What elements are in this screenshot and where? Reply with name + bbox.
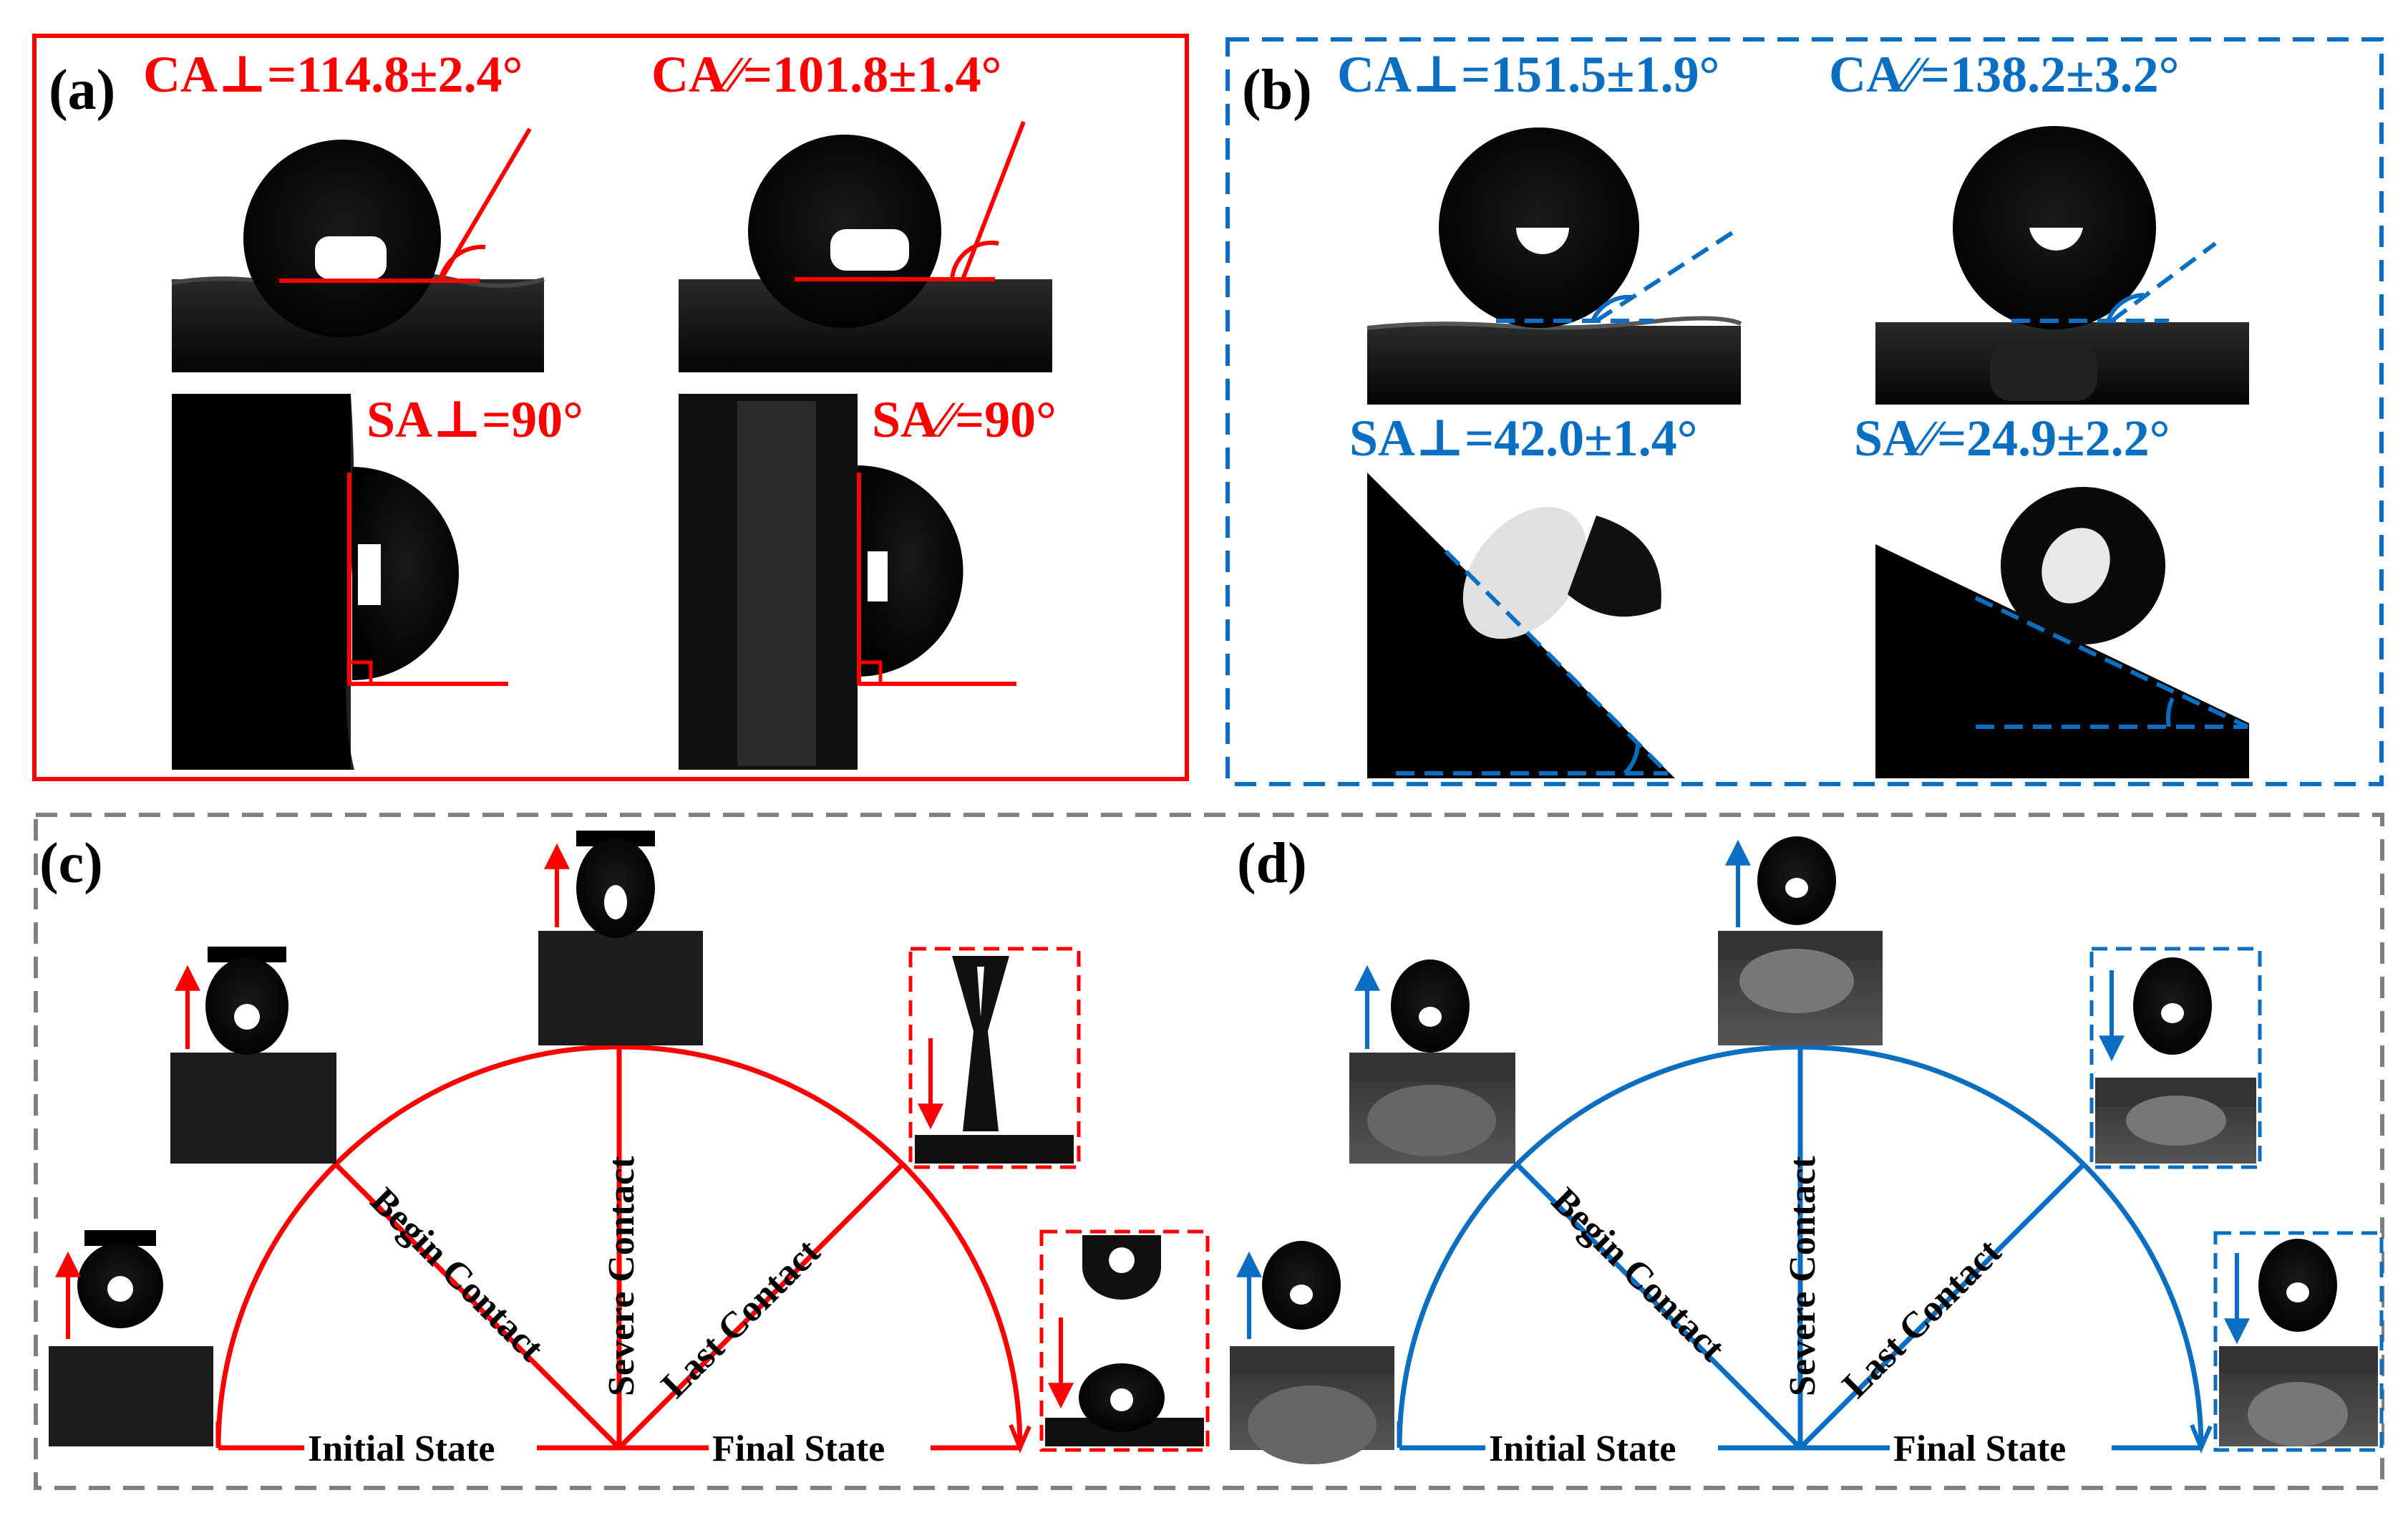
panel-a: (a) CA⊥=114.8±2.4° CA∕∕=101.8±1.4° <box>32 34 1189 781</box>
panel-d-initial-state: Initial State <box>1489 1428 1676 1469</box>
panel-c-last-contact: Last Contact <box>654 1231 828 1406</box>
panel-a-sa-par-image <box>679 394 1052 770</box>
panel-c-initial-state: Initial State <box>308 1428 495 1469</box>
panel-c-begin-image <box>170 947 336 1164</box>
panel-b-label: (b) <box>1242 59 1312 122</box>
panel-d-final-image <box>2213 1231 2384 1452</box>
panel-c-final-image <box>1039 1229 1210 1452</box>
panel-d-begin-contact: Begin Contact <box>1544 1180 1733 1369</box>
panel-c-initial-image <box>49 1230 213 1446</box>
panel-b: (b) CA⊥=151.5±1.9° CA∕∕=138.2±3.2° SA⊥=4… <box>1225 37 2384 786</box>
panel-c: (c) Initial State Final State Begin Cont… <box>39 831 1210 1469</box>
panel-a-sa-perp: SA⊥=90° <box>366 391 583 448</box>
panel-d-begin-image <box>1349 949 1515 1164</box>
panel-d-severe-image <box>1718 831 1883 1045</box>
panel-b-frame <box>1225 37 2384 786</box>
panel-c-label: (c) <box>39 832 103 895</box>
panel-c-severe-contact: Severe Contact <box>601 1156 642 1396</box>
panel-d-final-state: Final State <box>1893 1428 2066 1469</box>
panel-c-begin-contact: Begin Contact <box>363 1180 552 1369</box>
panel-b-sa-par: SA∕∕=24.9±2.2° <box>1854 410 2170 467</box>
panel-b-ca-perp: CA⊥=151.5±1.9° <box>1337 46 1719 103</box>
panel-d-initial-image <box>1230 1232 1394 1464</box>
panel-d-last-contact: Last Contact <box>1835 1231 2009 1406</box>
panel-a-ca-perp: CA⊥=114.8±2.4° <box>143 46 523 103</box>
panel-cd-frame <box>34 813 2384 1490</box>
panel-c-final-state: Final State <box>712 1428 885 1469</box>
panel-a-ca-par: CA∕∕=101.8±1.4° <box>651 46 1001 103</box>
panel-a-ca-par-image <box>679 120 1052 372</box>
panel-d-label: (d) <box>1237 832 1307 895</box>
panel-b-sa-perp-image <box>1367 469 1741 778</box>
panel-b-ca-par-image <box>1875 126 2249 405</box>
panel-b-ca-par: CA∕∕=138.2±3.2° <box>1829 46 2179 103</box>
panel-a-sa-perp-image <box>172 394 544 770</box>
panel-b-ca-perp-image <box>1366 127 1742 405</box>
panel-d-last-image <box>2089 947 2262 1169</box>
panel-a-label: (a) <box>49 59 115 122</box>
panel-b-sa-perp: SA⊥=42.0±1.4° <box>1349 410 1698 467</box>
panel-c-last-image <box>908 947 1081 1169</box>
panel-c-severe-image <box>538 831 703 1045</box>
panel-b-sa-par-image <box>1875 469 2249 778</box>
panel-a-frame <box>32 34 1189 781</box>
panel-a-ca-perp-image <box>171 127 545 372</box>
panel-a-sa-par: SA∕∕=90° <box>872 391 1057 448</box>
panel-d-severe-contact: Severe Contact <box>1782 1156 1823 1396</box>
panel-d: (d) Initial State Final State Begin Cont… <box>1230 831 2384 1469</box>
